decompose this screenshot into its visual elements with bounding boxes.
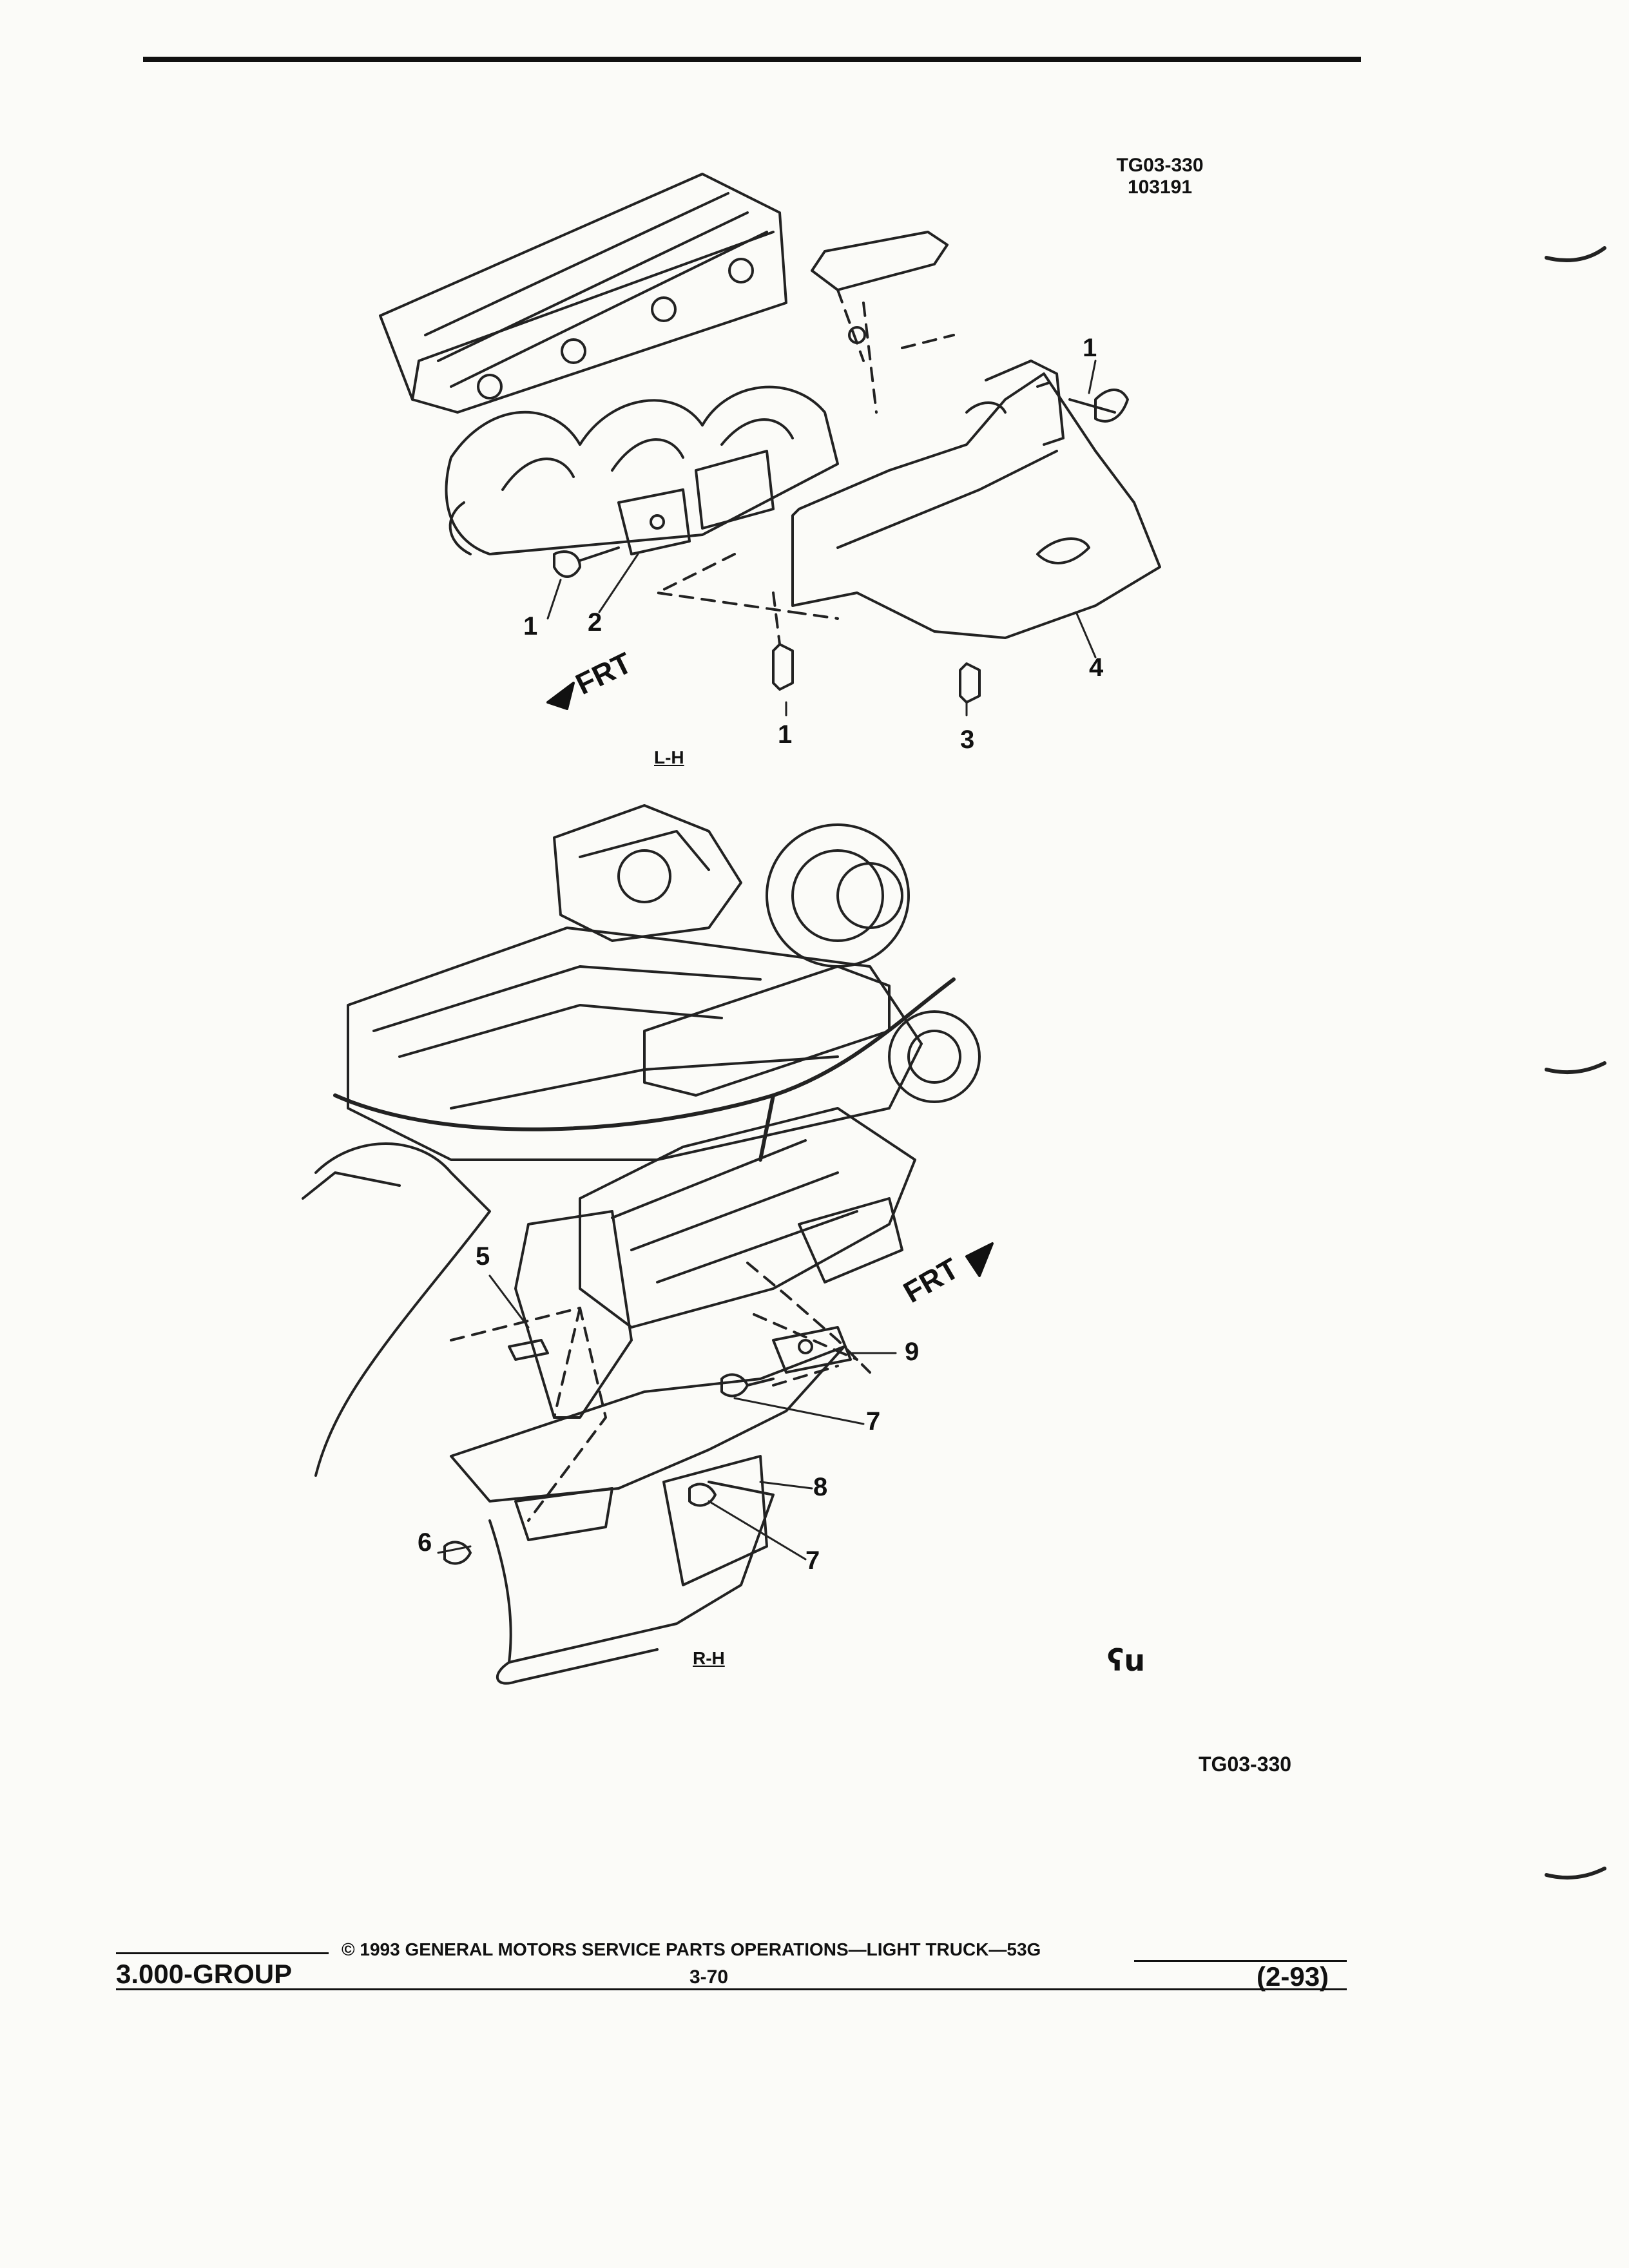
callout-1: 1 — [1083, 334, 1097, 362]
view-label-right-hand: R-H — [693, 1648, 725, 1668]
page-number: 3-70 — [689, 1966, 729, 1988]
callout-1: 1 — [778, 720, 793, 749]
header-rule — [143, 57, 1361, 62]
callout-7: 7 — [866, 1407, 881, 1436]
footer-rule-bottom — [116, 1988, 1347, 1990]
footer-rule-right — [1134, 1960, 1347, 1962]
lower-view-drawing — [302, 804, 994, 1685]
callout-7: 7 — [805, 1546, 820, 1575]
upper-view-drawing — [379, 173, 1161, 716]
callout-2: 2 — [588, 608, 602, 637]
callout-1: 1 — [523, 612, 538, 640]
illustration-date-code: 103191 — [1127, 177, 1193, 198]
callout-9: 9 — [905, 1338, 920, 1366]
gm-logo: ʕu — [1107, 1643, 1146, 1678]
callout-6: 6 — [418, 1528, 432, 1557]
figure-code: TG03-330 — [1199, 1753, 1292, 1776]
callout-8: 8 — [813, 1473, 828, 1501]
footer-copyright: © 1993 GENERAL MOTORS SERVICE PARTS OPER… — [342, 1939, 1041, 1959]
illustration-code-block: TG03-330 103191 — [1089, 155, 1231, 198]
footer-rule-left — [116, 1952, 329, 1954]
view-label-left-hand: L-H — [654, 747, 684, 767]
footer-revision: (2-93) — [1257, 1961, 1329, 1992]
callout-4: 4 — [1089, 653, 1104, 682]
illustration-code: TG03-330 — [1116, 155, 1204, 176]
callout-3: 3 — [960, 726, 975, 754]
callout-5: 5 — [476, 1242, 490, 1271]
footer-group-label: 3.000-GROUP — [116, 1959, 293, 1989]
